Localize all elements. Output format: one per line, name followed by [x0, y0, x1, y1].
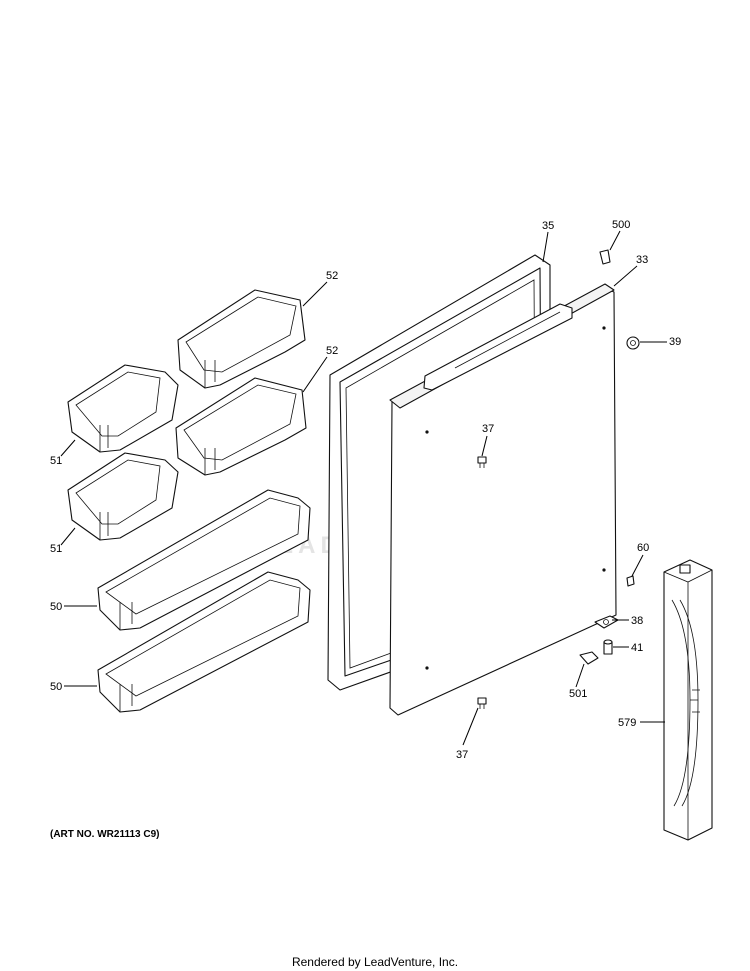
part-500-plug[interactable] [599, 249, 611, 265]
callout-500: 500 [612, 219, 630, 231]
door-bin-51-top[interactable] [67, 364, 179, 453]
callout-39: 39 [669, 336, 681, 348]
callout-37-bottom: 37 [456, 749, 468, 761]
door-shelf-50-top[interactable] [97, 489, 311, 631]
callout-52-bottom: 52 [326, 345, 338, 357]
callout-579: 579 [618, 717, 636, 729]
part-39-bushing[interactable] [626, 336, 640, 350]
art-number-label: (ART NO. WR21113 C9) [50, 829, 160, 840]
door-panel[interactable] [389, 283, 617, 716]
leader-lines [60, 230, 667, 746]
door-bin-52-top[interactable] [177, 289, 306, 389]
callout-33: 33 [636, 254, 648, 266]
callout-35: 35 [542, 220, 554, 232]
door-shelf-50-bottom[interactable] [97, 571, 311, 713]
callout-60: 60 [637, 542, 649, 554]
part-37-screw-bottom[interactable] [477, 697, 487, 709]
callout-41: 41 [631, 642, 643, 654]
door-handle-579[interactable] [663, 559, 713, 841]
part-60-clip[interactable] [626, 575, 635, 587]
part-501-bracket[interactable] [579, 651, 599, 665]
callout-50-bottom: 50 [50, 681, 62, 693]
callout-52-top: 52 [326, 270, 338, 282]
part-41-cam[interactable] [603, 639, 613, 655]
callout-38: 38 [631, 615, 643, 627]
callout-51-bottom: 51 [50, 543, 62, 555]
callout-51-top: 51 [50, 455, 62, 467]
callout-501: 501 [569, 688, 587, 700]
door-bin-51-bottom[interactable] [67, 452, 179, 541]
footer-rendered-by: Rendered by LeadVenture, Inc. [291, 955, 459, 969]
callout-37-top: 37 [482, 423, 494, 435]
door-bin-52-bottom[interactable] [175, 377, 307, 476]
callout-50-top: 50 [50, 601, 62, 613]
part-37-screw-top[interactable] [477, 456, 487, 468]
